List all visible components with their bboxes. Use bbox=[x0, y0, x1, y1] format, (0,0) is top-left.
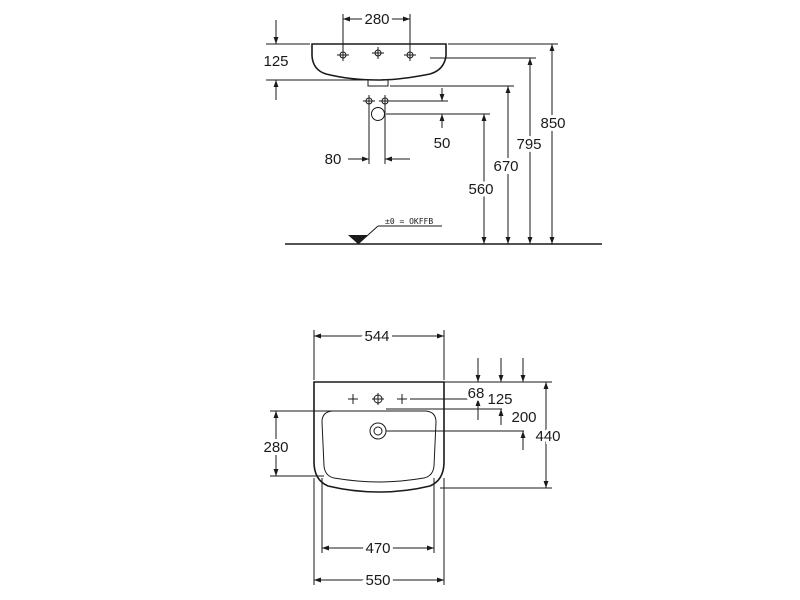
dim-tap-row: 68 bbox=[468, 385, 485, 402]
dim-bowl-depth: 280 bbox=[263, 439, 288, 456]
drain-outer bbox=[369, 422, 387, 440]
basin-outlet-stub bbox=[367, 80, 389, 87]
plan-view: 544 68 125 200 440 280 470 bbox=[260, 325, 563, 592]
dim-tap-spacing: 280 bbox=[364, 11, 389, 28]
basin-bowl-outline bbox=[321, 410, 437, 483]
dim-basin-height: 125 bbox=[263, 53, 288, 70]
floor-reference-label: ±0 = OKFFB bbox=[385, 217, 433, 226]
dim-tap-offset: 125 bbox=[487, 391, 512, 408]
dim-overall-width: 544 bbox=[364, 328, 389, 345]
tap-hole-marks bbox=[337, 47, 416, 61]
dim-supply-height: 560 bbox=[468, 181, 493, 198]
dim-depth: 440 bbox=[535, 428, 560, 445]
waste-outlet bbox=[371, 107, 385, 121]
supply-connections bbox=[363, 95, 391, 121]
dim-overflow-height: 795 bbox=[516, 136, 541, 153]
dim-supply-offset: 50 bbox=[434, 135, 451, 152]
plan-tap-marks bbox=[348, 393, 407, 405]
side-view: 280 125 850 795 670 560 50 80 bbox=[263, 8, 602, 245]
dim-supply-spacing: 80 bbox=[325, 151, 342, 168]
dim-base-width: 550 bbox=[365, 572, 390, 589]
basin-plan-outline bbox=[313, 381, 445, 493]
basin-side-profile bbox=[311, 43, 447, 81]
dim-outlet-height: 670 bbox=[493, 158, 518, 175]
drain-inner bbox=[373, 426, 383, 436]
dim-rim-height: 850 bbox=[540, 115, 565, 132]
floor-level-symbol bbox=[348, 225, 442, 245]
dim-bowl-width: 470 bbox=[365, 540, 390, 557]
dim-drain-offset: 200 bbox=[511, 409, 536, 426]
